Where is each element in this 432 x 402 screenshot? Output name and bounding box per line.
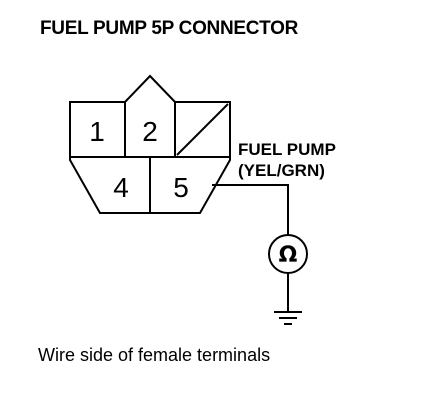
diagram-title: FUEL PUMP 5P CONNECTOR [40,18,299,39]
terminal-5-label: 5 [173,172,189,203]
terminal-2-label: 2 [142,116,158,147]
wire-label-name: FUEL PUMP [238,140,336,159]
wire-terminal-5 [212,184,289,235]
ohm-symbol: Ω [279,243,298,268]
terminal-4-label: 4 [113,172,129,203]
ground-icon [274,311,302,325]
connector-outline [69,74,231,214]
unused-cavity-slash [176,103,229,156]
wire-label-color: (YEL/GRN) [238,161,325,180]
terminal-1-label: 1 [89,116,105,147]
diagram-caption: Wire side of female terminals [38,345,271,365]
